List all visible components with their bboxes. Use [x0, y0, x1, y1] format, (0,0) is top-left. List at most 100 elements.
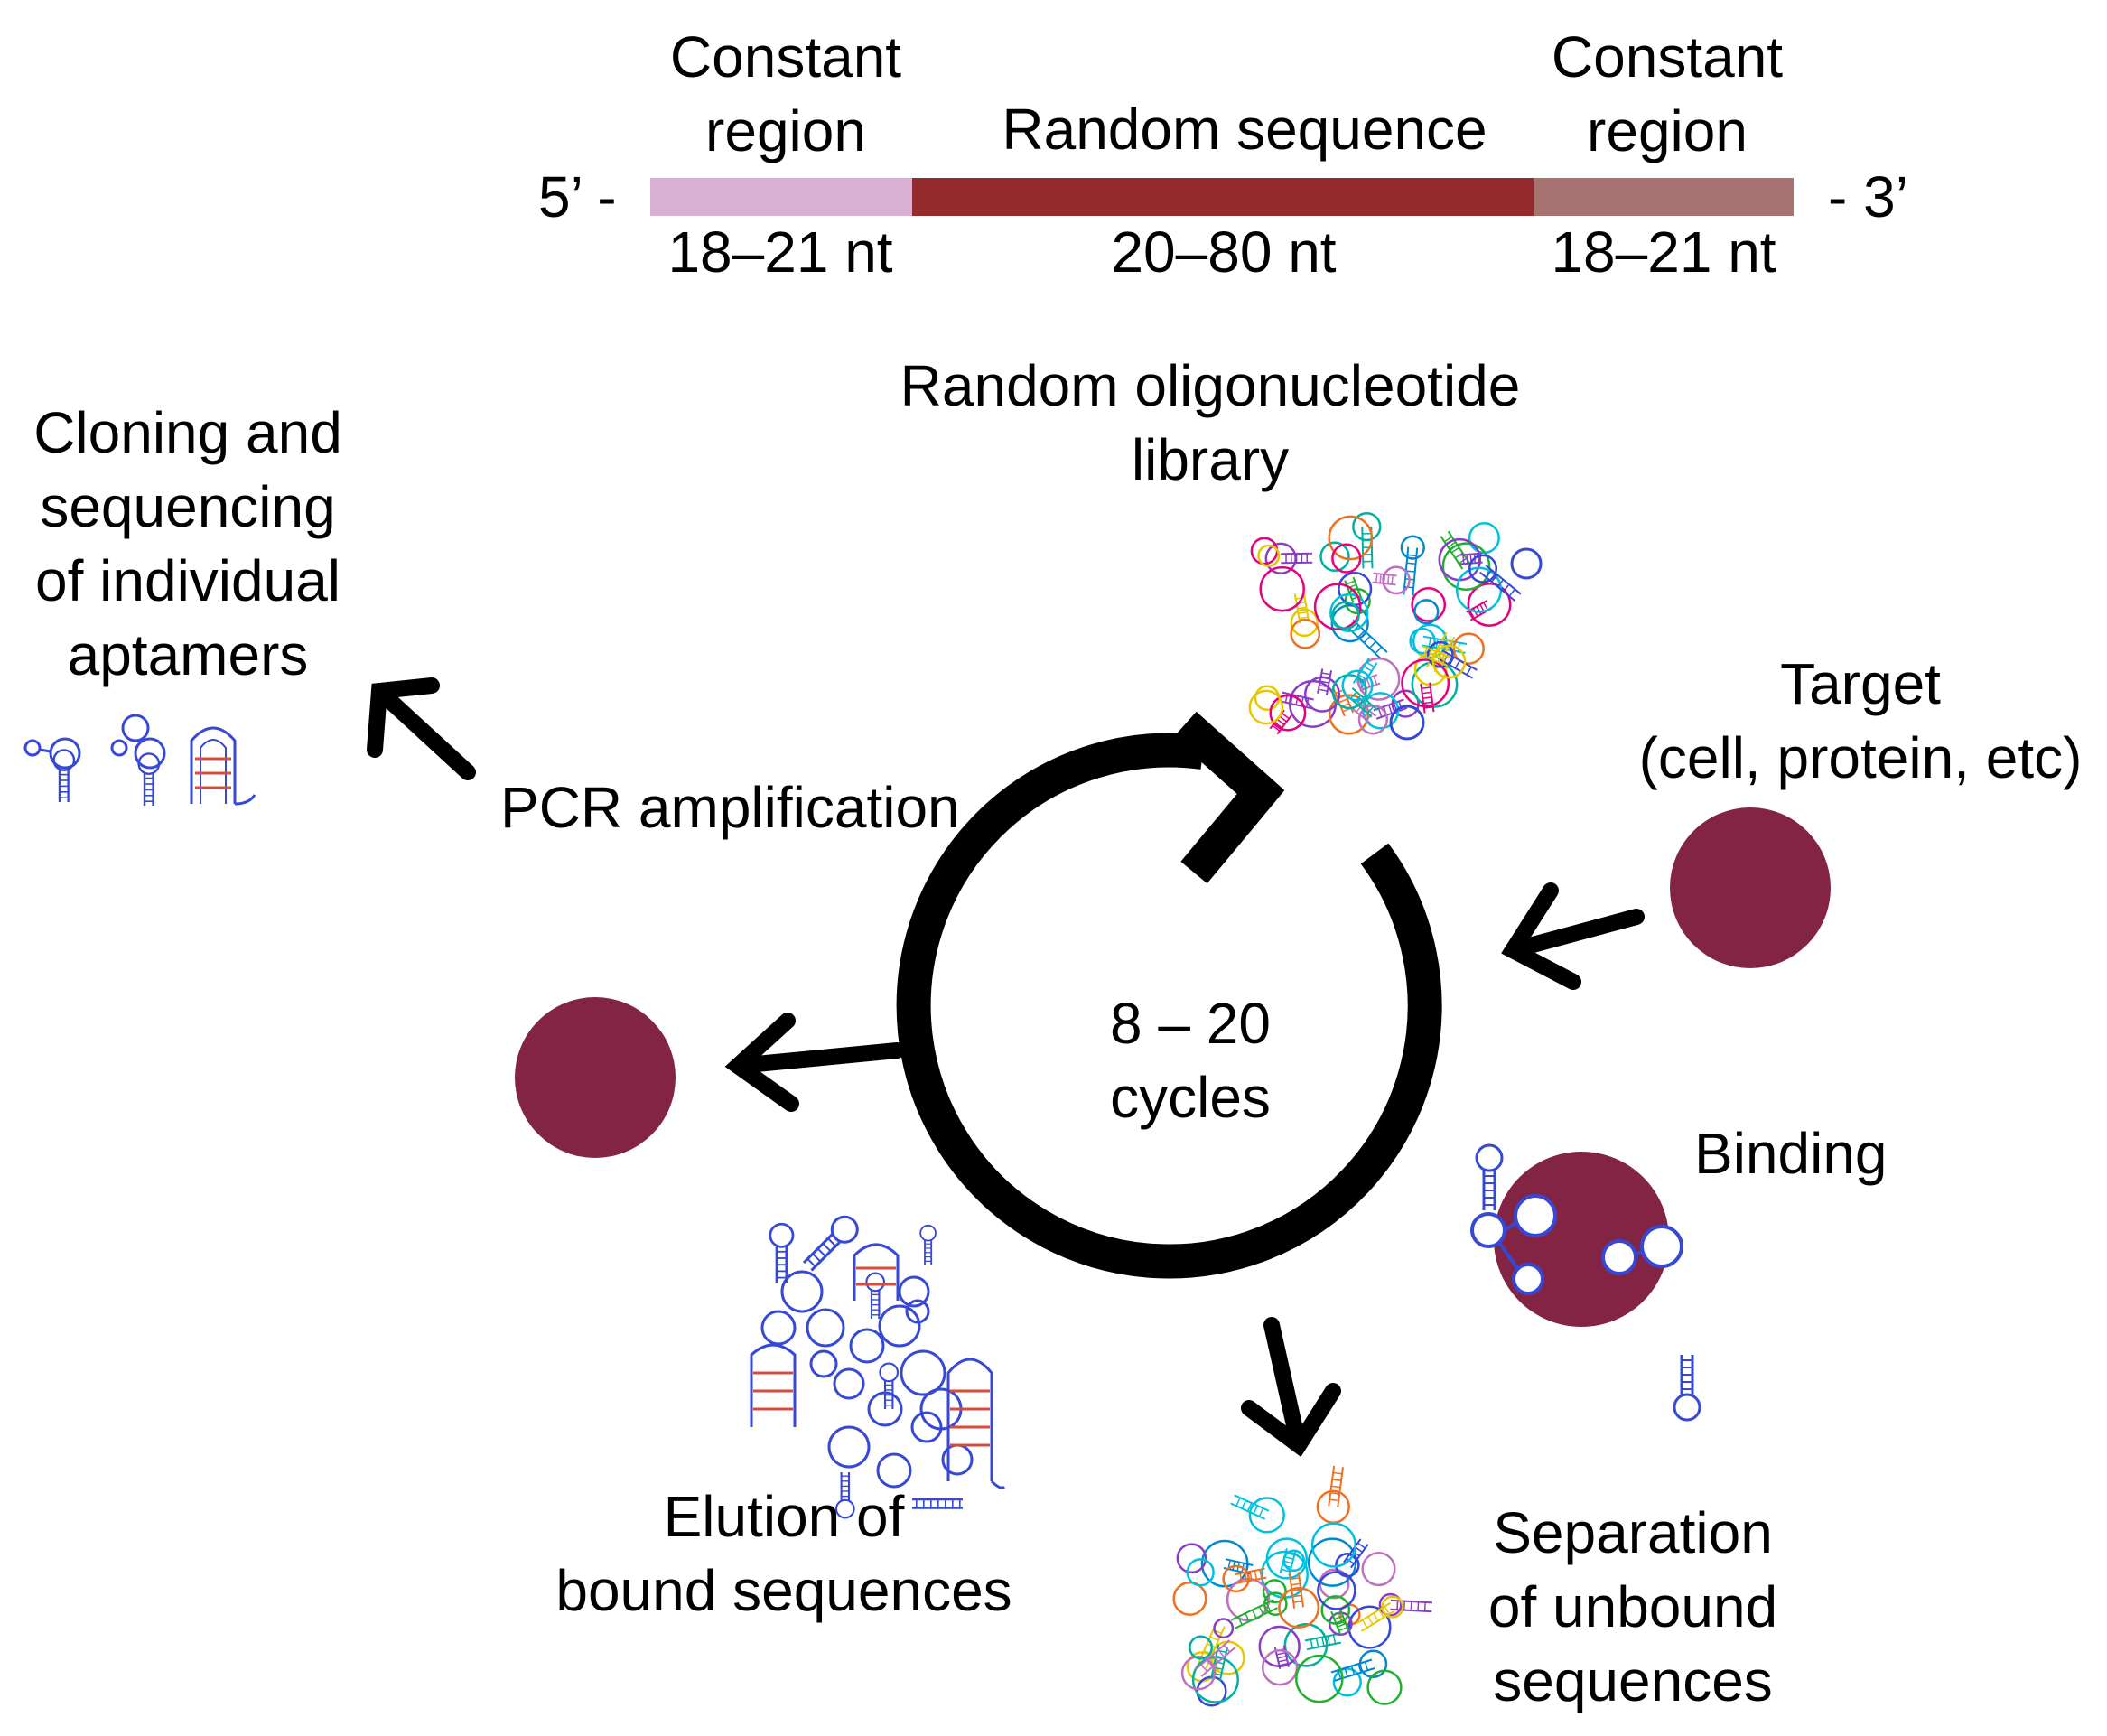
library-base-pair	[1358, 698, 1366, 707]
library-base-pair	[1454, 659, 1461, 669]
library-base-pair	[1357, 1663, 1362, 1673]
library-base-pair	[1346, 1557, 1355, 1564]
library-base-pair	[1293, 1601, 1303, 1603]
library-stem	[1281, 552, 1313, 555]
cloning-label: Cloning and sequencing of individual apt…	[33, 400, 342, 687]
elution-aptamers	[750, 1209, 1006, 1519]
library-base-pair	[1377, 708, 1383, 718]
library-label: Random oligonucleotide library	[900, 353, 1521, 492]
library-base-pair	[1213, 1666, 1223, 1670]
library-base-pair	[1449, 657, 1455, 666]
library-base-pair	[1292, 1594, 1302, 1598]
library-loop	[1411, 587, 1447, 622]
library-base-pair	[1457, 642, 1460, 652]
library-base-pair	[1277, 1655, 1287, 1659]
five-prime-label: 5’ -	[538, 164, 617, 229]
library-base-pair	[1258, 1606, 1264, 1616]
library-base-pair	[1332, 1611, 1342, 1617]
library-loop	[1319, 541, 1350, 573]
library-base-pair	[1246, 1502, 1253, 1512]
library-base-pair	[1491, 574, 1498, 583]
eluted-target-circle	[515, 997, 676, 1158]
library-stem	[1485, 565, 1522, 595]
library-base-pair	[1338, 698, 1348, 704]
library-loop	[1189, 1635, 1214, 1660]
library-base-pair	[1346, 580, 1356, 585]
library-base-pair	[1387, 574, 1390, 584]
library-base-pair	[1427, 649, 1432, 659]
cycle-ring	[896, 733, 1442, 1279]
library-base-pair	[1331, 1485, 1341, 1489]
library-loop	[1409, 627, 1436, 655]
library-base-pair	[1496, 579, 1505, 587]
library-base-pair	[1462, 555, 1465, 565]
library-loop	[1258, 1625, 1301, 1668]
three-prime-label: - 3’	[1828, 164, 1908, 229]
library-loop	[1341, 669, 1374, 702]
library-base-pair	[1375, 646, 1383, 655]
library-base-pair	[1466, 554, 1468, 564]
library-base-pair	[1338, 1627, 1348, 1632]
library-base-pair	[1356, 705, 1363, 713]
constant-region-left-length: 18–21 nt	[667, 219, 893, 285]
library-base-pair	[1333, 1471, 1343, 1475]
library-base-pair	[1329, 1498, 1339, 1502]
library-base-pair	[1254, 1570, 1258, 1580]
library-base-pair	[1253, 1505, 1258, 1515]
library-loop	[1248, 689, 1284, 725]
library-loop	[1269, 694, 1307, 732]
pcr-label: PCR amplification	[500, 775, 960, 840]
library-base-pair	[1223, 1644, 1231, 1653]
library-base-pair	[1442, 638, 1452, 644]
library-base-pair	[1265, 1602, 1272, 1612]
library-base-pair	[1215, 1661, 1225, 1665]
library-loop	[1413, 599, 1440, 625]
library-loop	[1331, 543, 1362, 574]
library-base-pair	[1237, 1616, 1243, 1626]
library-base-pair	[1422, 696, 1432, 699]
library-base-pair	[1281, 1568, 1291, 1573]
library-base-pair	[1387, 705, 1393, 714]
elution-label: Elution of bound sequences	[555, 1484, 1012, 1623]
library-base-pair	[1241, 1499, 1247, 1509]
library-base-pair	[1508, 588, 1515, 597]
library-loop	[1378, 1592, 1403, 1617]
library-loop	[1401, 658, 1450, 708]
library-loop	[1313, 583, 1362, 630]
library-base-pair	[1334, 1615, 1344, 1620]
library-base-pair	[1299, 616, 1309, 620]
library-loop	[1317, 1571, 1356, 1610]
library-base-pair	[1468, 610, 1475, 619]
library-base-pair	[1310, 1638, 1314, 1649]
library-base-pair	[1476, 606, 1482, 615]
library-loop	[1295, 1654, 1344, 1703]
library-base-pair	[1319, 680, 1329, 684]
library-loop	[1356, 657, 1401, 701]
library-stem	[1225, 1558, 1254, 1566]
library-base-pair	[1272, 724, 1281, 732]
library-loop	[1467, 582, 1512, 627]
cloning-arrow	[367, 677, 476, 780]
library-base-pair	[1417, 1601, 1420, 1611]
library-base-pair	[1315, 1638, 1319, 1647]
library-loop	[1400, 535, 1425, 560]
library-base-pair	[1356, 678, 1365, 685]
library-loop	[1290, 618, 1321, 649]
cycle-count-label: 8 – 20 cycles	[1110, 991, 1271, 1130]
library-loop	[1257, 544, 1281, 567]
library-base-pair	[1503, 583, 1510, 593]
library-base-pair	[1458, 557, 1468, 565]
library-loop	[1358, 1649, 1388, 1678]
library-loop	[1259, 565, 1305, 612]
separation-label: Separation of unbound sequences	[1487, 1500, 1778, 1713]
library-loop	[1262, 1579, 1287, 1604]
library-loop	[1250, 537, 1279, 565]
library-base-pair	[1443, 536, 1453, 543]
cycle-arrowhead	[1173, 711, 1285, 884]
bound-aptamers	[1470, 1143, 1701, 1422]
library-base-pair	[1281, 713, 1290, 720]
library-loop	[1331, 601, 1360, 630]
library-cluster	[1248, 511, 1543, 741]
library-loop	[1261, 1649, 1299, 1686]
